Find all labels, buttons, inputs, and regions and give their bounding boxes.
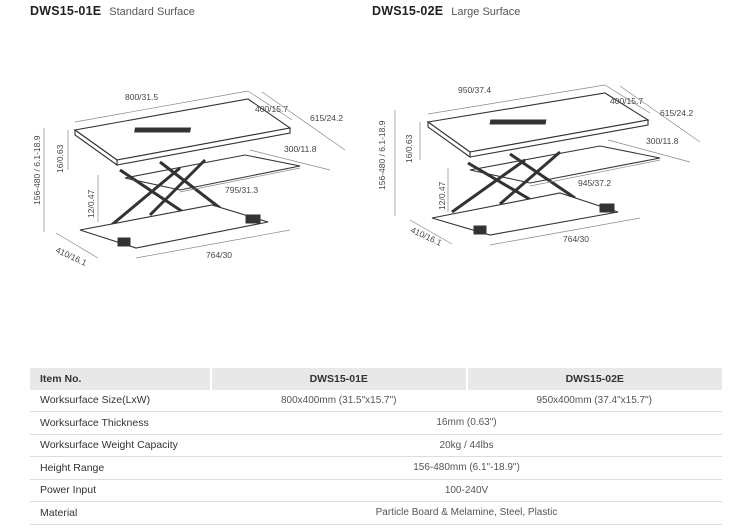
model-code: DWS15-01E (30, 4, 102, 18)
dim-base-width: 764/30 (206, 250, 232, 260)
row-label: Height Range (30, 456, 211, 480)
row-value: 156-480mm (6.1"-18.9") (211, 456, 722, 480)
table-row: Worksurface Thickness 16mm (0.63") (30, 411, 722, 435)
model-heading-left: DWS15-01E Standard Surface (30, 4, 195, 18)
row-label: Worksurface Size(LxW) (30, 389, 211, 412)
dim-keyboard-gap: 12/0.47 (86, 189, 96, 218)
dim-keyboard-gap: 12/0.47 (437, 181, 447, 210)
header-item-no: Item No. (30, 368, 211, 390)
dim-total-depth: 615/24.2 (660, 108, 693, 118)
worksurface-front (469, 119, 649, 158)
dim-height-range: 156-480 / 6.1-18.9 (377, 120, 387, 190)
worksurface-front (116, 127, 291, 166)
model-heading-right: DWS15-02E Large Surface (372, 4, 520, 18)
dim-width: 800/31.5 (125, 92, 158, 102)
dim-thickness: 16/0.63 (55, 144, 65, 173)
worksurface-slot (489, 119, 547, 125)
table-row: Power Input 100-240V (30, 479, 722, 502)
row-value-model-1: 800x400mm (31.5"x15.7") (211, 389, 467, 412)
diagram-standard: 800/31.5 400/15.7 615/24.2 300/11.8 795/… (32, 90, 346, 268)
dimension-diagrams: 800/31.5 400/15.7 615/24.2 300/11.8 795/… (32, 84, 701, 268)
table-row: Worksurface Weight Capacity 20kg / 44lbs (30, 434, 722, 457)
model-subtitle: Large Surface (451, 6, 521, 18)
base-foot (117, 237, 131, 247)
row-label: Power Input (30, 479, 211, 502)
header-model-2: DWS15-02E (465, 368, 722, 390)
dim-base-width: 764/30 (563, 234, 589, 244)
diagram-large: 950/37.4 400/15.7 615/24.2 300/11.8 945/… (377, 84, 701, 248)
dim-thickness: 16/0.63 (404, 134, 414, 163)
dim-keyboard-width: 795/31.3 (225, 185, 258, 195)
table-header-row: Item No. DWS15-01E DWS15-02E (30, 368, 722, 390)
base (431, 192, 619, 236)
table-row: Material Particle Board & Melamine, Stee… (30, 501, 722, 525)
dim-keyboard-depth: 300/11.8 (284, 144, 317, 154)
header-model-1: DWS15-01E (210, 368, 467, 390)
dim-total-depth: 615/24.2 (310, 113, 343, 123)
table-row: Height Range 156-480mm (6.1"-18.9") (30, 456, 722, 480)
base (79, 204, 269, 249)
base-foot (473, 225, 487, 235)
row-label: Material (30, 501, 211, 525)
model-subtitle: Standard Surface (109, 6, 195, 18)
keyboard-tray (124, 154, 301, 191)
dim-keyboard-depth: 300/11.8 (646, 136, 679, 146)
worksurface-slot (134, 127, 192, 133)
row-label: Worksurface Thickness (30, 411, 211, 435)
row-label: Worksurface Weight Capacity (30, 434, 211, 457)
base-foot (599, 203, 615, 213)
row-value: 16mm (0.63") (211, 411, 722, 435)
row-value: 20kg / 44lbs (211, 434, 722, 457)
row-value: Particle Board & Melamine, Steel, Plasti… (211, 501, 722, 525)
dim-base-depth: 410/16.1 (409, 225, 443, 248)
spec-table: Item No. DWS15-01E DWS15-02E Worksurface… (30, 368, 722, 525)
table-row: Worksurface Size(LxW) 800x400mm (31.5"x1… (30, 389, 722, 412)
dim-depth: 400/15.7 (255, 104, 288, 114)
model-code: DWS15-02E (372, 4, 444, 18)
base-foot (245, 214, 261, 224)
dim-height-range: 156-480 / 6.1-18.9 (32, 135, 42, 205)
dim-keyboard-width: 945/37.2 (578, 178, 611, 188)
dim-depth: 400/15.7 (610, 96, 643, 106)
row-value-model-2: 950x400mm (37.4"x15.7") (466, 389, 722, 412)
dim-base-depth: 410/16.1 (54, 245, 88, 268)
dim-width: 950/37.4 (458, 85, 491, 95)
row-value: 100-240V (211, 479, 722, 502)
